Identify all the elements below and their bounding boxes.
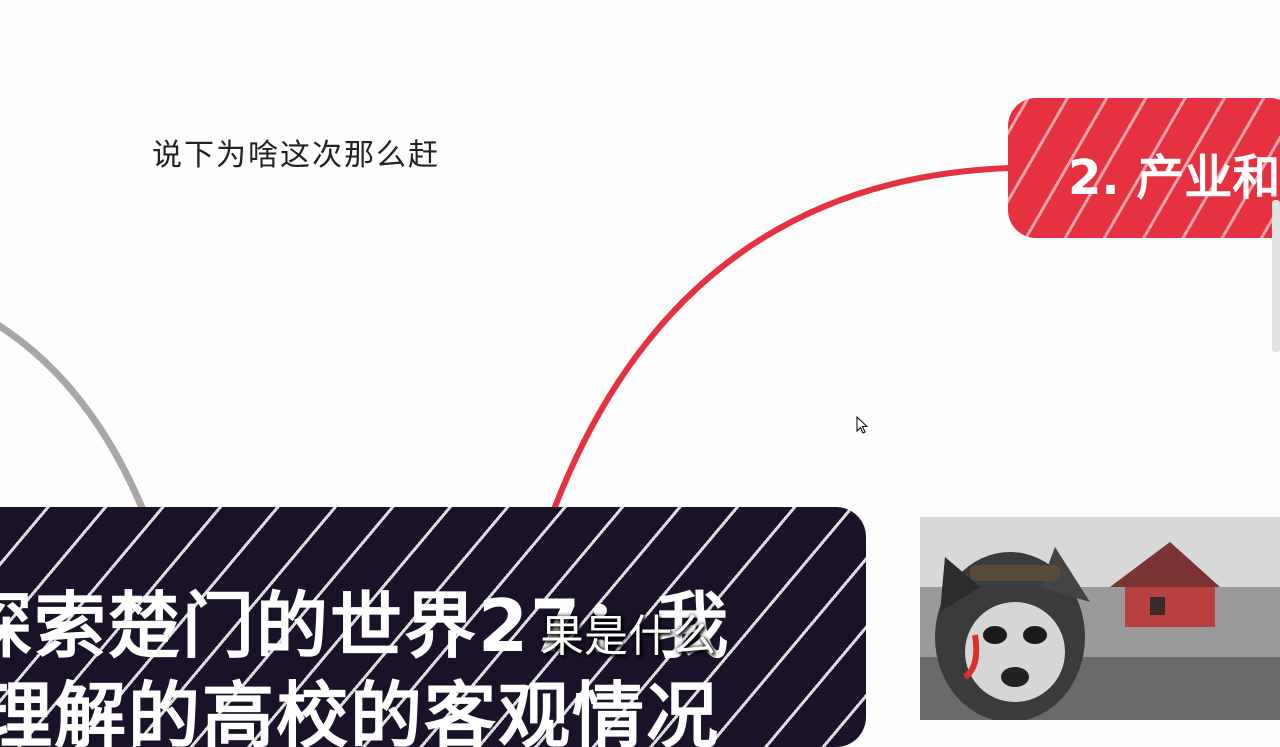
mindmap-node-industry[interactable]: 2. 产业和 (1008, 98, 1280, 238)
presenter-avatar-image (920, 517, 1280, 720)
vertical-scrollbar[interactable] (1272, 200, 1280, 352)
connector-layer (0, 165, 1011, 517)
root-node-title-line2: 理解的高校的客观情况 (0, 674, 721, 747)
root-node-title-line1: 探索楚门的世界27：我 (0, 584, 731, 668)
gray-connector-line (0, 322, 149, 517)
red-connector-line (550, 165, 1011, 514)
mindmap-node-label: 2. 产业和 (1068, 150, 1280, 206)
mindmap-root-node[interactable]: 探索楚门的世界27：我 理解的高校的客观情况 (0, 507, 866, 747)
mouse-pointer-icon (856, 416, 869, 434)
video-subtitle: 果是什么 (540, 611, 716, 662)
presenter-video-overlay (920, 517, 1280, 720)
note-text[interactable]: 说下为啥这次那么赶 (152, 138, 440, 173)
